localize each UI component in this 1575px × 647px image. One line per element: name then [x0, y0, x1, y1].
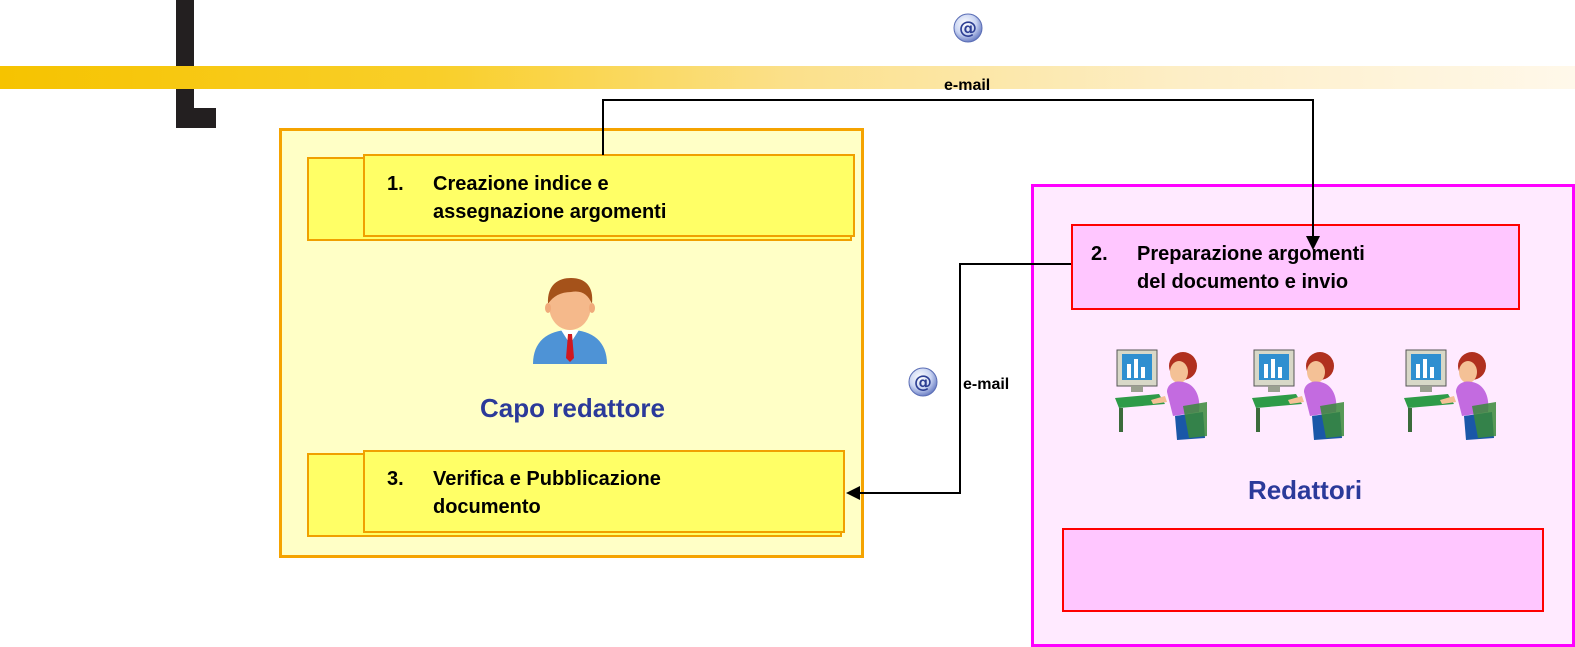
person-at-computer-icon	[1115, 349, 1207, 440]
header-band	[0, 66, 1575, 89]
person-at-computer-icon	[1404, 349, 1496, 440]
email-label-mid: e-mail	[963, 376, 1010, 393]
step2-text: 2. Preparazione argomenti del documento …	[1091, 240, 1511, 296]
empty-step-box	[1062, 528, 1544, 612]
person-at-computer-icon	[1252, 349, 1344, 440]
step2-label: Preparazione argomenti del documento e i…	[1137, 243, 1365, 293]
redattori-label: Redattori	[1247, 475, 1363, 505]
email-label-top: e-mail	[944, 77, 991, 94]
svg-text:@: @	[959, 18, 977, 39]
at-sign-icon: @	[908, 367, 938, 397]
capo-redattore-label: Capo redattore	[480, 393, 665, 423]
step3-box	[363, 450, 845, 533]
at-sign-icon: @	[953, 13, 983, 43]
step1-number: 1.	[387, 173, 404, 195]
slide-bracket-decoration	[176, 0, 216, 128]
step2-box	[1071, 224, 1520, 310]
step2-number: 2.	[1091, 243, 1108, 265]
svg-text:@: @	[914, 372, 932, 393]
step1-text: 1. Creazione indice e assegnazione argom…	[387, 170, 847, 226]
boss-person-icon	[533, 278, 607, 364]
step3-label: Verifica e Pubblicazione documento	[433, 468, 661, 518]
step3-number: 3.	[387, 468, 404, 490]
step1-label: Creazione indice e assegnazione argoment…	[433, 173, 667, 223]
step3-text: 3. Verifica e Pubblicazione documento	[387, 465, 837, 521]
